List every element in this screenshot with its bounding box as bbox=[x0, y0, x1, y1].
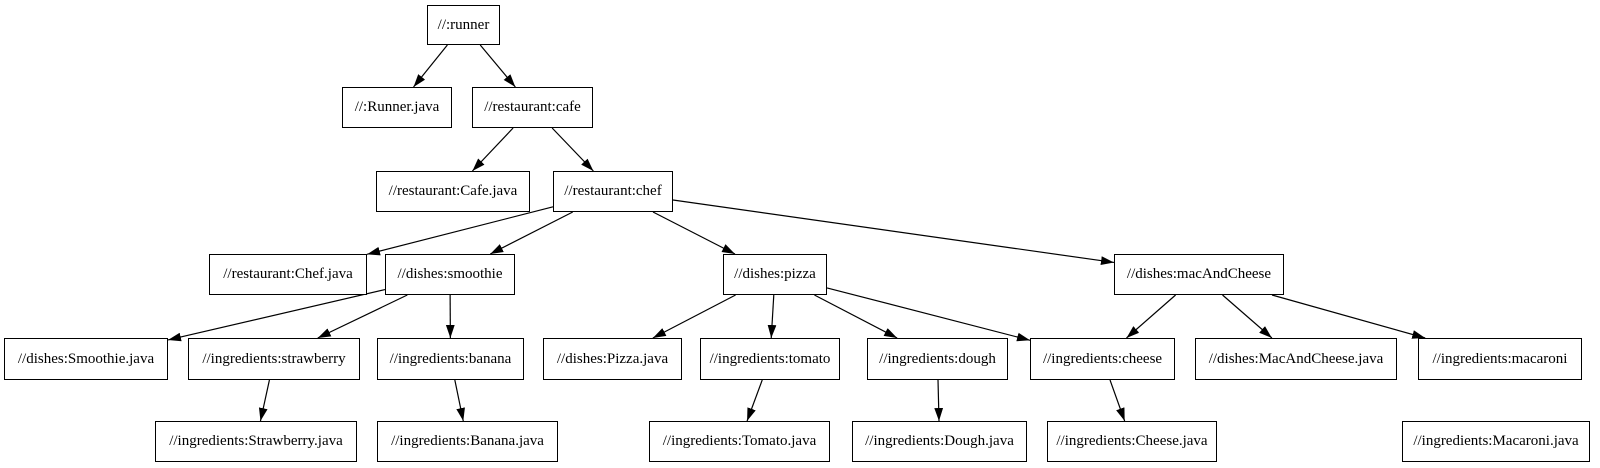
edge-smoothie-smoothie_java bbox=[167, 289, 386, 342]
edge-pizza-cheese bbox=[826, 287, 1031, 342]
edge-macAndCheese-cheese bbox=[1126, 294, 1176, 339]
edge-banana-banana_java bbox=[454, 379, 465, 422]
edge-chef-smoothie bbox=[489, 211, 574, 255]
graph-node-chef_java: //restaurant:Chef.java bbox=[209, 254, 367, 295]
edge-smoothie-strawberry bbox=[317, 294, 408, 339]
graph-node-chef: //restaurant:chef bbox=[553, 171, 673, 212]
edge-pizza-dough bbox=[814, 294, 898, 339]
graph-node-dough_java: //ingredients:Dough.java bbox=[852, 421, 1027, 462]
edge-cheese-cheese_java bbox=[1109, 379, 1126, 422]
graph-node-smoothie_java: //dishes:Smoothie.java bbox=[4, 338, 168, 380]
graph-node-pizza: //dishes:pizza bbox=[723, 254, 827, 295]
edge-chef-chef_java bbox=[366, 206, 554, 256]
graph-node-macaroni: //ingredients:macaroni bbox=[1418, 338, 1582, 380]
edge-pizza-pizza_java bbox=[652, 294, 736, 339]
graph-node-runner_java: //:Runner.java bbox=[342, 87, 452, 128]
graph-node-banana: //ingredients:banana bbox=[377, 338, 524, 380]
graph-node-cheese: //ingredients:cheese bbox=[1030, 338, 1175, 380]
edge-pizza-tomato bbox=[767, 294, 777, 339]
graph-node-cheese_java: //ingredients:Cheese.java bbox=[1047, 421, 1217, 462]
graph-node-runner: //:runner bbox=[427, 5, 500, 45]
graph-node-cafe: //restaurant:cafe bbox=[472, 87, 593, 128]
graph-node-macAndCheese: //dishes:macAndCheese bbox=[1114, 254, 1284, 295]
graph-node-macaroni_java: //ingredients:Macaroni.java bbox=[1402, 421, 1590, 462]
edge-chef-macAndCheese bbox=[672, 199, 1115, 265]
edge-dough-dough_java bbox=[934, 379, 944, 422]
graph-node-cafe_java: //restaurant:Cafe.java bbox=[376, 171, 530, 212]
edge-tomato-tomato_java bbox=[746, 379, 763, 422]
graph-node-pizza_java: //dishes:Pizza.java bbox=[543, 338, 682, 380]
graph-node-strawberry_java: //ingredients:Strawberry.java bbox=[155, 421, 357, 462]
graph-node-strawberry: //ingredients:strawberry bbox=[188, 338, 360, 380]
graph-node-macAndCheese_java: //dishes:MacAndCheese.java bbox=[1195, 338, 1397, 380]
graph-node-tomato_java: //ingredients:Tomato.java bbox=[649, 421, 830, 462]
edge-chef-pizza bbox=[652, 211, 736, 255]
edge-runner-cafe bbox=[479, 44, 516, 88]
graph-node-tomato: //ingredients:tomato bbox=[700, 338, 840, 380]
edge-cafe-cafe_java bbox=[471, 127, 514, 172]
edge-strawberry-strawberry_java bbox=[258, 379, 271, 422]
edge-runner-runner_java bbox=[413, 44, 448, 88]
edge-macAndCheese-macAndCheese_java bbox=[1222, 294, 1273, 339]
edge-macAndCheese-macaroni bbox=[1271, 294, 1426, 339]
graph-node-smoothie: //dishes:smoothie bbox=[385, 254, 515, 295]
graph-node-dough: //ingredients:dough bbox=[867, 338, 1008, 380]
graph-node-banana_java: //ingredients:Banana.java bbox=[377, 421, 558, 462]
edge-cafe-chef bbox=[551, 127, 594, 172]
